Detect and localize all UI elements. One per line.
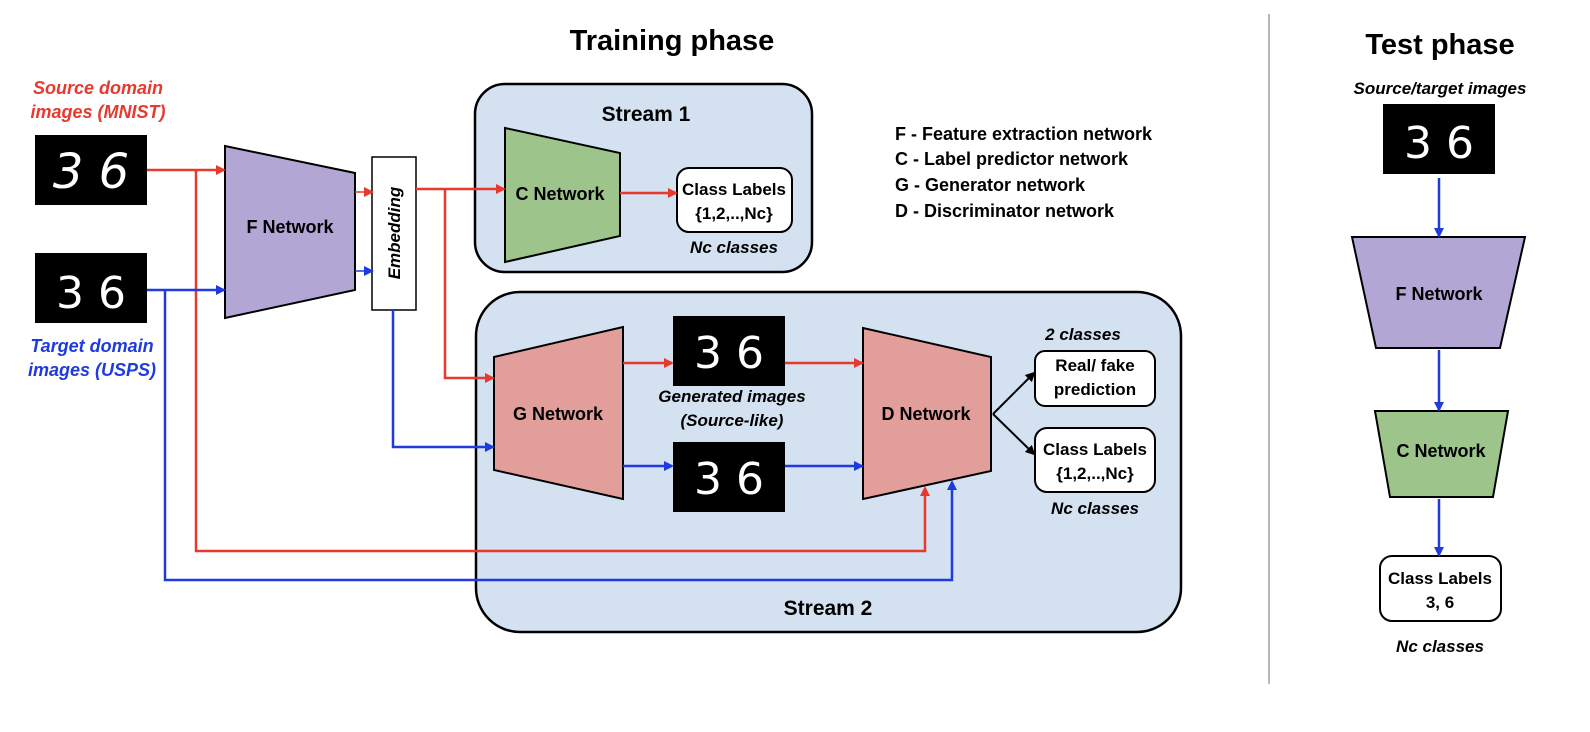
stream1-class-labels-line2: {1,2,..,Nc}	[695, 204, 773, 223]
test-images-caption: Source/target images	[1354, 79, 1527, 98]
test-image: 3 6	[1383, 104, 1495, 174]
f-network	[224, 144, 356, 320]
stream1-class-labels-box	[676, 167, 793, 233]
legend-item-c: C - Label predictor network	[895, 149, 1129, 169]
stream2-title: Stream 2	[784, 597, 873, 620]
stream2-class-labels-box	[1034, 427, 1156, 493]
arrow-embedding-to-g	[443, 189, 495, 383]
test-classes-caption: Nc classes	[1396, 637, 1484, 656]
test-f-network	[1350, 236, 1527, 349]
legend-item-f: F - Feature extraction network	[895, 124, 1153, 144]
test-image-digits: 3 6	[1404, 118, 1474, 169]
test-class-labels-line2: 3, 6	[1426, 593, 1454, 612]
test-c-network	[1373, 410, 1510, 498]
discriminator-output-arrows	[992, 371, 1036, 456]
c-network-stream1-label: C Network	[515, 184, 605, 204]
f-network-label: F Network	[246, 217, 334, 237]
training-phase-title: Training phase	[570, 25, 775, 57]
stream1-classes-caption: Nc classes	[690, 238, 778, 257]
generated-image-source: 3 6	[673, 316, 785, 386]
c-network-stream1	[504, 126, 621, 264]
stream2-class-labels-line1: Class Labels	[1043, 440, 1147, 459]
test-c-network-label: C Network	[1396, 441, 1486, 461]
test-phase-title: Test phase	[1365, 29, 1514, 61]
test-f-network-label: F Network	[1395, 284, 1483, 304]
two-classes-caption: 2 classes	[1044, 325, 1121, 344]
real-fake-line2: prediction	[1054, 380, 1136, 399]
legend-item-d: D - Discriminator network	[895, 201, 1115, 221]
d-network-label: D Network	[881, 404, 971, 424]
stream2-classes-caption: Nc classes	[1051, 499, 1139, 518]
arrow-d-to-real-fake	[992, 371, 1036, 415]
arrow-embedding-to-g-target	[391, 310, 495, 452]
arrow-source-to-d	[194, 170, 930, 553]
real-fake-line1: Real/ fake	[1055, 356, 1134, 375]
stream1-title: Stream 1	[602, 103, 691, 126]
generated-image-target: 3 6	[673, 442, 785, 512]
source-caption-line2: images (MNIST)	[30, 102, 165, 122]
arrow-d-to-class-labels	[992, 413, 1036, 456]
stream1-class-labels-line1: Class Labels	[682, 180, 786, 199]
target-image: 3 6	[35, 253, 147, 323]
embedding-box	[371, 156, 417, 311]
g-network	[493, 325, 624, 501]
target-caption-line1: Target domain	[30, 336, 153, 356]
source-image: 3 6	[35, 135, 147, 205]
stream2-class-labels-line2: {1,2,..,Nc}	[1056, 464, 1134, 483]
test-class-labels-line1: Class Labels	[1388, 569, 1492, 588]
g-network-label: G Network	[513, 404, 604, 424]
legend: F - Feature extraction network C - Label…	[895, 124, 1153, 221]
source-flow-arrows	[147, 165, 930, 553]
target-image-digits: 3 6	[56, 268, 126, 319]
embedding-label: Embedding	[385, 186, 404, 279]
d-network	[862, 326, 992, 501]
source-image-digits: 3 6	[53, 144, 129, 200]
arrow-target-to-d	[163, 290, 957, 582]
stream2-container	[474, 290, 1183, 634]
legend-item-g: G - Generator network	[895, 175, 1086, 195]
generated-image-target-digits: 3 6	[694, 454, 764, 505]
generated-image-source-digits: 3 6	[694, 328, 764, 379]
target-caption-line2: images (USPS)	[28, 360, 156, 380]
source-caption-line1: Source domain	[33, 78, 163, 98]
generated-caption-line1: Generated images	[658, 387, 805, 406]
generated-caption-line2: (Source-like)	[681, 411, 784, 430]
target-flow-arrows	[147, 266, 957, 582]
